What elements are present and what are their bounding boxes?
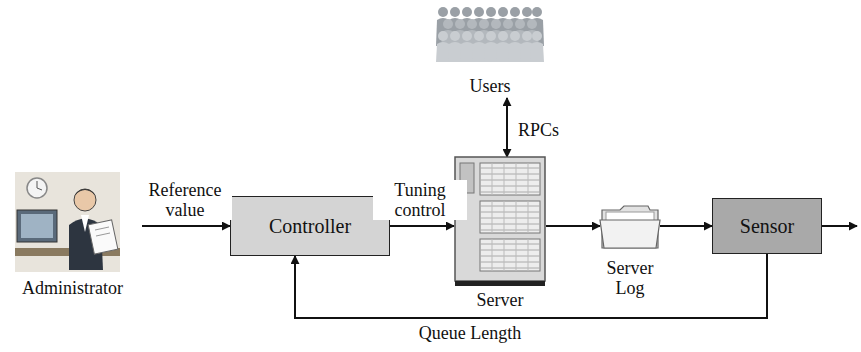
illustration	[450, 155, 550, 291]
process-box: Controller	[230, 196, 390, 256]
edge-label: Reference value	[138, 180, 232, 220]
box-label: Controller	[269, 216, 351, 236]
connector-arrow	[546, 225, 600, 227]
connector-arrow	[660, 225, 712, 227]
icon-node: Administrator	[5, 170, 140, 298]
icon-node: Server	[450, 155, 550, 310]
illustration	[435, 2, 545, 78]
icon-node: Server Log	[590, 202, 670, 298]
connector-arrow	[390, 225, 454, 227]
box-label: Sensor	[740, 216, 794, 236]
connector-arrow	[142, 225, 230, 227]
output-arrow	[822, 225, 857, 227]
connector-arrow	[506, 98, 508, 157]
icon-caption: Server Log	[600, 258, 660, 298]
icon-caption: Administrator	[5, 278, 140, 298]
icon-caption: Users	[435, 76, 545, 96]
edge-label: RPCs	[516, 120, 561, 140]
illustration	[5, 170, 140, 279]
edge-label: Tuning control	[373, 180, 467, 220]
process-box: Sensor	[712, 198, 822, 254]
icon-node: Users	[435, 2, 545, 96]
icon-caption: Server	[450, 290, 550, 310]
edge-label: Queue Length	[417, 323, 523, 343]
illustration	[590, 202, 670, 256]
